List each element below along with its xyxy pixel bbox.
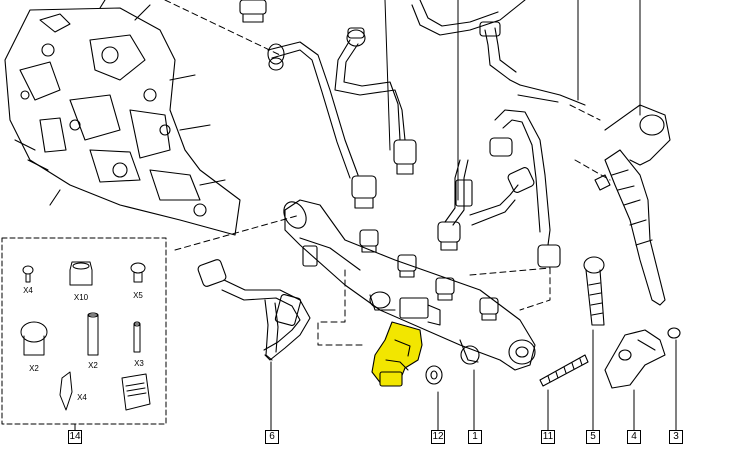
repair-kit-box: [1, 237, 167, 425]
callout-1: 1: [468, 430, 482, 444]
clamp-part-4: [604, 329, 666, 389]
kit-label-x10-nut: X10: [73, 293, 89, 302]
callout-6: 6: [265, 430, 279, 444]
callout-leaders: [74, 0, 677, 431]
callout-12: 12: [431, 430, 445, 444]
kit-label-x2-pin: X2: [88, 361, 98, 370]
stud-part-11: [539, 354, 589, 387]
kit-label-x2-grommet: X2: [29, 364, 39, 373]
callout-11: 11: [541, 430, 555, 444]
pressure-sensor: [371, 321, 423, 387]
high-pressure-pump: [4, 0, 241, 236]
callout-14: 14: [68, 430, 82, 444]
kit-label-x4-clip: X4: [77, 393, 87, 402]
callout-4: 4: [627, 430, 641, 444]
bolt-part-5: [583, 256, 605, 326]
injector: [594, 104, 671, 306]
kit-label-x3-pin: X3: [134, 359, 144, 368]
washer-part-3: [667, 327, 681, 339]
kit-parts: [20, 261, 151, 411]
return-pipe: [197, 259, 311, 361]
kit-label-x5: X5: [133, 291, 143, 300]
hp-pipes: [239, 0, 586, 268]
callout-5: 5: [586, 430, 600, 444]
kit-label-x4-screw: X4: [23, 286, 33, 295]
leader-lines: [164, 0, 611, 346]
callout-3: 3: [669, 430, 683, 444]
common-rail: [283, 199, 536, 371]
nut-part-12: [425, 365, 443, 385]
